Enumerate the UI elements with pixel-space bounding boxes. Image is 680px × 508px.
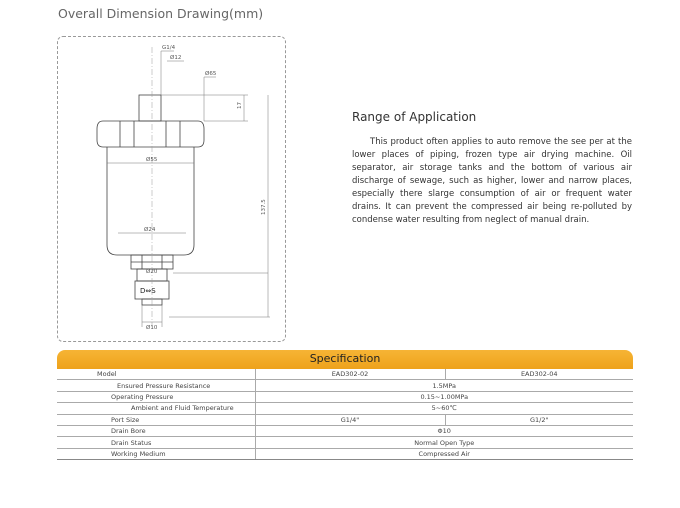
dim-port-dia: Ø12 xyxy=(170,54,181,61)
port-fitting xyxy=(138,94,162,122)
spec-label: Working Medium xyxy=(57,448,255,461)
spec-value: Compressed Air xyxy=(254,448,633,461)
spec-value: Normal Open Type xyxy=(254,436,633,449)
dim-drain-nut-dia: Ø20 xyxy=(146,268,158,275)
spec-value: Φ10 xyxy=(254,425,633,438)
range-body: This product often applies to auto remov… xyxy=(352,137,632,225)
spec-value: G1/2" xyxy=(444,414,633,426)
spec-title: Specification xyxy=(309,352,381,365)
flow-symbol: D⇔S xyxy=(140,287,156,295)
spec-value: 5~60℃ xyxy=(254,402,633,415)
dimension-drawing: G1/4 Ø12 Ø65 17 Ø55 Ø24 137.5 Ø20 Ø10 D⇔… xyxy=(57,36,286,342)
dim-inner-dia: Ø24 xyxy=(144,226,156,233)
spec-label: Port Size xyxy=(57,414,255,426)
dim-bowl-dia: Ø55 xyxy=(146,156,158,163)
dim-head-dia: Ø65 xyxy=(205,70,217,77)
dim-head-height: 17 xyxy=(237,102,243,109)
spec-label: Operating Pressure xyxy=(57,391,255,404)
dimension-lines xyxy=(107,50,270,327)
dim-drain-dia: Ø10 xyxy=(146,324,158,331)
spec-header: Specification xyxy=(57,350,633,369)
page-title: Overall Dimension Drawing(mm) xyxy=(58,6,264,21)
dim-port-thread: G1/4 xyxy=(162,45,176,51)
hex-head xyxy=(96,120,205,148)
spec-value: 1.5MPa xyxy=(254,379,633,392)
spec-label: Ambient and Fluid Temperature xyxy=(57,402,255,415)
spec-label: Model xyxy=(57,369,255,381)
spec-label: Drain Bore xyxy=(57,425,255,438)
dim-total-height: 137.5 xyxy=(261,199,267,215)
spec-value: 0.15~1.00MPa xyxy=(254,391,633,404)
spec-value: EAD302-04 xyxy=(444,369,633,381)
spec-label: Ensured Pressure Resistance xyxy=(57,379,255,392)
spec-value: EAD302-02 xyxy=(254,369,445,381)
drawing-svg: G1/4 Ø12 Ø65 17 Ø55 Ø24 137.5 Ø20 Ø10 D⇔… xyxy=(96,45,270,331)
range-title: Range of Application xyxy=(352,110,477,124)
spec-label: Drain Status xyxy=(57,436,255,449)
spec-value: G1/4" xyxy=(254,414,445,426)
